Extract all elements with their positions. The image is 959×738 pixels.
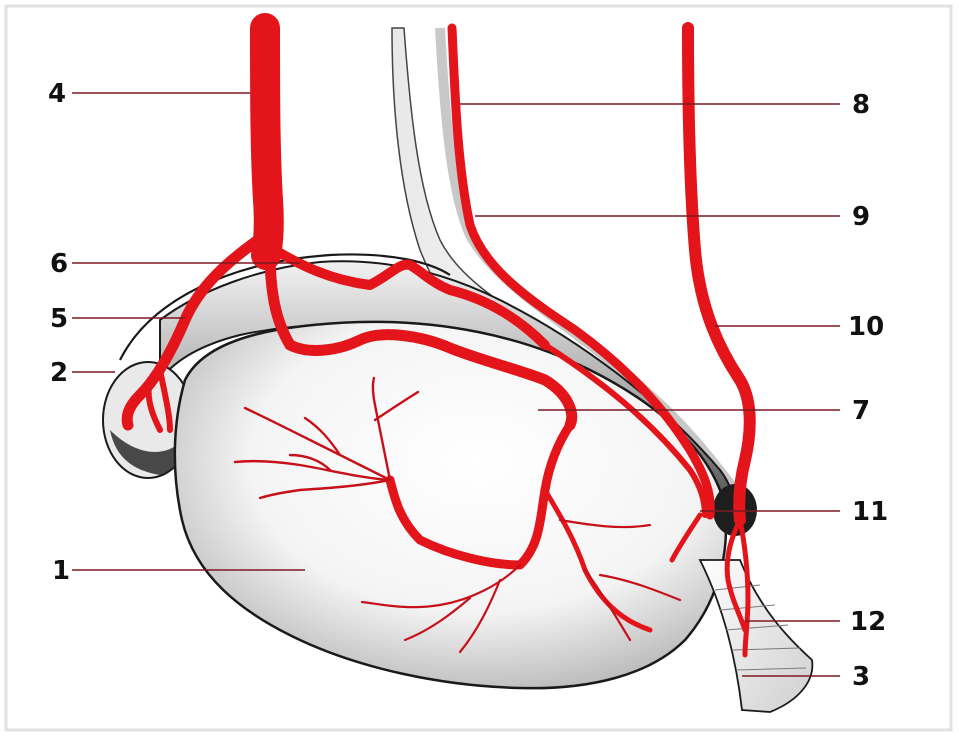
label-1: 1 bbox=[52, 556, 70, 586]
testicular-artery bbox=[265, 28, 269, 255]
label-5: 5 bbox=[50, 304, 68, 334]
label-9: 9 bbox=[852, 202, 870, 232]
label-12: 12 bbox=[850, 607, 886, 637]
label-7: 7 bbox=[852, 396, 870, 426]
label-11: 11 bbox=[852, 497, 888, 527]
label-4: 4 bbox=[48, 79, 66, 109]
label-2: 2 bbox=[50, 358, 68, 388]
label-3: 3 bbox=[852, 662, 870, 692]
label-10: 10 bbox=[848, 312, 884, 342]
label-8: 8 bbox=[852, 90, 870, 120]
label-6: 6 bbox=[50, 249, 68, 279]
